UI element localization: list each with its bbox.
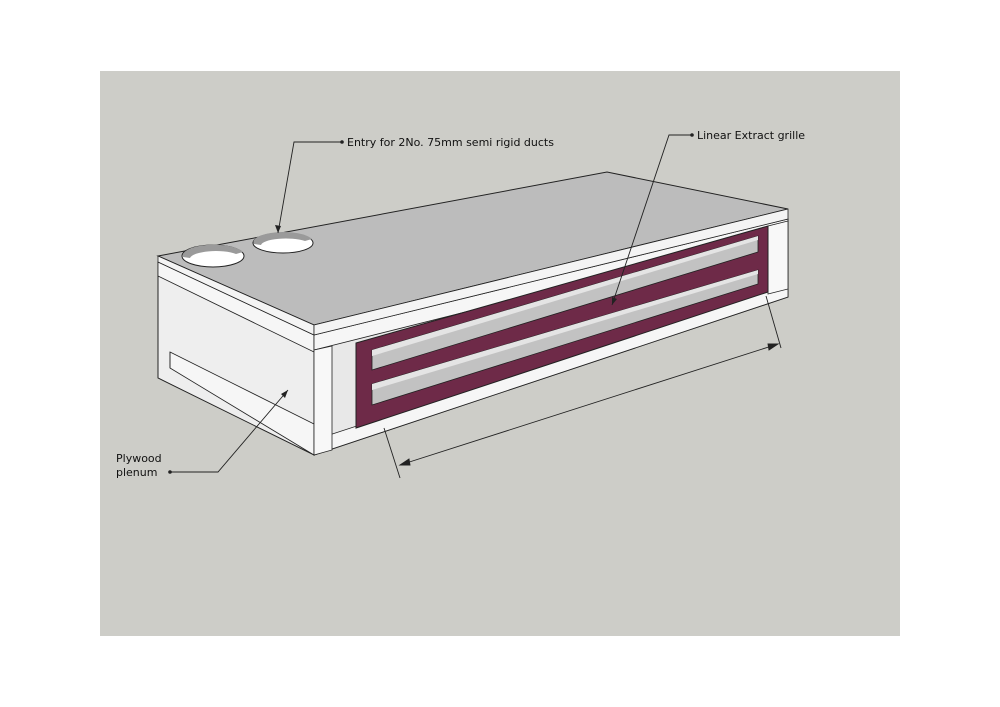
grille-label: Linear Extract grille [697, 129, 805, 142]
ducts-leader [275, 140, 344, 234]
grille-leader [611, 133, 694, 306]
front-left-post [313, 345, 333, 456]
top-board-edge-front [313, 208, 789, 336]
plenum-label-line2: plenum [116, 466, 157, 479]
grille-slot-upper [371, 235, 759, 371]
grille-slot-lower [371, 269, 759, 406]
grille-slot-lower-inner [372, 270, 758, 390]
grille-length-dimension [383, 295, 782, 479]
front-right-post [767, 220, 789, 295]
duct-hole-left [181, 244, 245, 268]
grille-slot-upper-inner [372, 236, 758, 356]
ducts-label: Entry for 2No. 75mm semi rigid ducts [347, 136, 554, 149]
plenum-label-line1: Plywood [116, 452, 162, 465]
plenum-leader [168, 389, 289, 474]
duct-hole-right [252, 232, 314, 254]
